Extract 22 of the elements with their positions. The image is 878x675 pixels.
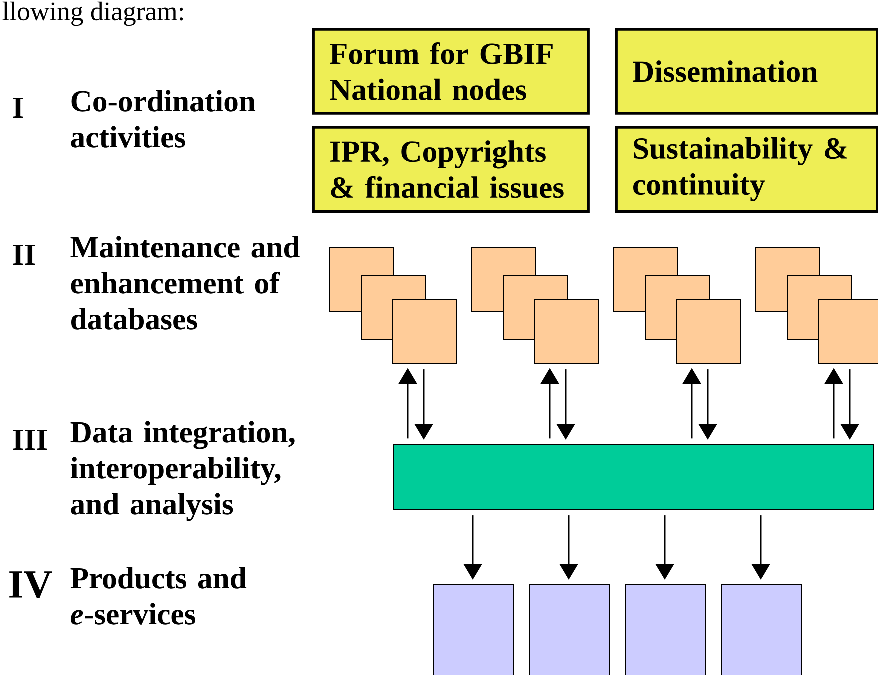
product-box <box>433 584 514 675</box>
activity-box: IPR, Copyrights & financial issues <box>312 126 590 213</box>
square <box>676 299 742 364</box>
activity-box: Forum for GBIF National nodes <box>312 28 590 115</box>
layer-label: Maintenance and enhancement of databases <box>70 236 300 330</box>
roman-numeral: I <box>13 98 24 118</box>
product-box <box>721 584 802 675</box>
activity-box: Dissemination <box>615 28 878 115</box>
intro-text: llowing diagram: <box>2 2 184 26</box>
product-box <box>625 584 706 675</box>
roman-numeral: III <box>13 430 48 450</box>
roman-numeral: II <box>13 244 36 266</box>
square <box>818 299 878 364</box>
layer-label: Co-ordination activities <box>71 90 256 148</box>
roman-numeral: IV <box>10 572 52 598</box>
square <box>534 299 600 364</box>
square <box>392 299 458 364</box>
integration-bar <box>393 444 874 510</box>
activity-box: Sustainability & continuity <box>615 126 878 213</box>
layer-label: Products and e-services <box>70 567 247 625</box>
product-box <box>529 584 610 675</box>
layer-label: Data integration, interoperability, and analysis <box>70 421 295 522</box>
